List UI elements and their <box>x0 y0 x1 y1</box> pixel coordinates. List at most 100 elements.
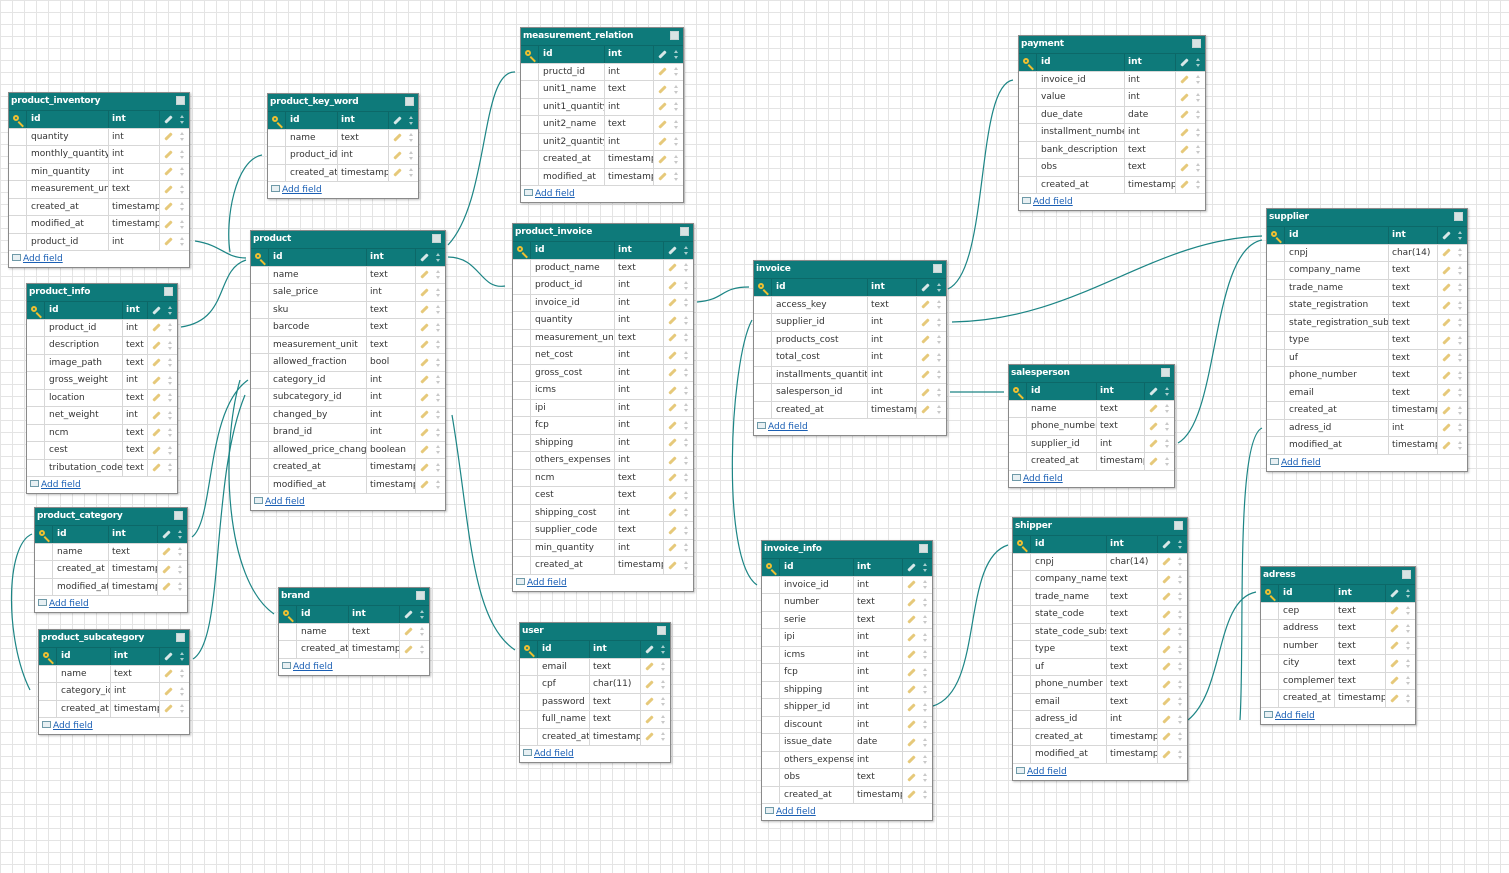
edit-field-pencil-icon[interactable] <box>1442 353 1451 362</box>
edit-field-pencil-icon[interactable] <box>164 237 173 246</box>
add-field-link[interactable]: Add field <box>49 599 89 609</box>
reorder-field-arrows-icon[interactable] <box>1458 440 1463 450</box>
edit-field-pencil-icon[interactable] <box>420 288 429 297</box>
reorder-field-arrows-icon[interactable] <box>180 132 185 142</box>
reorder-field-arrows-icon[interactable] <box>1458 318 1463 328</box>
edit-field-pencil-icon[interactable] <box>1390 606 1399 615</box>
add-field-link[interactable]: Add field <box>1023 473 1063 484</box>
reorder-field-arrows-icon[interactable] <box>409 133 414 143</box>
reorder-field-arrows-icon[interactable] <box>1178 697 1183 707</box>
edit-table-icon[interactable] <box>933 264 942 273</box>
edit-field-pencil-icon[interactable] <box>420 305 429 314</box>
table-header[interactable]: product_inventory <box>9 93 189 110</box>
add-field-link[interactable]: Add field <box>527 577 567 588</box>
edit-field-pencil-icon[interactable] <box>152 358 161 367</box>
reorder-field-arrows-icon[interactable] <box>1406 658 1411 668</box>
add-field-icon[interactable] <box>254 497 263 504</box>
reorder-field-arrows-icon[interactable] <box>1178 592 1183 602</box>
add-field-icon[interactable] <box>765 807 774 814</box>
edit-field-pencil-icon[interactable] <box>658 155 667 164</box>
reorder-field-arrows-icon[interactable] <box>436 305 441 315</box>
edit-field-pencil-icon[interactable] <box>645 697 654 706</box>
reorder-field-arrows-icon[interactable] <box>180 704 185 714</box>
add-field-icon[interactable] <box>757 422 766 429</box>
edit-field-pencil-icon[interactable] <box>668 508 677 517</box>
edit-field-pencil-icon[interactable] <box>1149 387 1158 396</box>
reorder-field-arrows-icon[interactable] <box>180 669 185 679</box>
edit-field-pencil-icon[interactable] <box>420 480 429 489</box>
reorder-field-arrows-icon[interactable] <box>1458 353 1463 363</box>
table-header[interactable]: salesperson <box>1009 365 1174 382</box>
table-header[interactable]: invoice <box>754 261 946 278</box>
add-field-icon[interactable] <box>282 661 291 669</box>
edit-table-icon[interactable] <box>1454 212 1463 221</box>
edit-field-pencil-icon[interactable] <box>162 582 171 591</box>
reorder-field-arrows-icon[interactable] <box>684 315 689 325</box>
reorder-field-arrows-icon[interactable] <box>684 368 689 378</box>
edit-field-pencil-icon[interactable] <box>907 633 916 642</box>
reorder-field-arrows-icon[interactable] <box>1165 404 1170 414</box>
reorder-field-arrows-icon[interactable] <box>1406 676 1411 686</box>
reorder-field-arrows-icon[interactable] <box>178 582 183 592</box>
edit-field-pencil-icon[interactable] <box>668 473 677 482</box>
edit-field-pencil-icon[interactable] <box>1180 110 1189 119</box>
add-field-link[interactable]: Add field <box>534 749 574 759</box>
reorder-field-arrows-icon[interactable] <box>684 560 689 570</box>
reorder-field-arrows-icon[interactable] <box>684 455 689 465</box>
edit-field-pencil-icon[interactable] <box>1180 163 1189 172</box>
edit-field-pencil-icon[interactable] <box>1442 423 1451 432</box>
edit-field-pencil-icon[interactable] <box>907 668 916 677</box>
reorder-field-arrows-icon[interactable] <box>1178 539 1183 549</box>
reorder-field-arrows-icon[interactable] <box>674 84 679 94</box>
edit-field-pencil-icon[interactable] <box>1442 336 1451 345</box>
add-field-link[interactable]: Add field <box>1027 766 1067 777</box>
edit-field-pencil-icon[interactable] <box>668 561 677 570</box>
edit-field-pencil-icon[interactable] <box>907 773 916 782</box>
edit-field-pencil-icon[interactable] <box>152 323 161 332</box>
edit-field-pencil-icon[interactable] <box>1180 58 1189 67</box>
reorder-field-arrows-icon[interactable] <box>1178 679 1183 689</box>
edit-field-pencil-icon[interactable] <box>1162 592 1171 601</box>
table-header[interactable]: user <box>520 623 670 640</box>
reorder-field-arrows-icon[interactable] <box>1458 335 1463 345</box>
edit-field-pencil-icon[interactable] <box>404 645 413 654</box>
reorder-field-arrows-icon[interactable] <box>178 529 183 539</box>
reorder-field-arrows-icon[interactable] <box>923 790 928 800</box>
add-field-icon[interactable] <box>42 721 51 728</box>
edit-field-pencil-icon[interactable] <box>668 421 677 430</box>
